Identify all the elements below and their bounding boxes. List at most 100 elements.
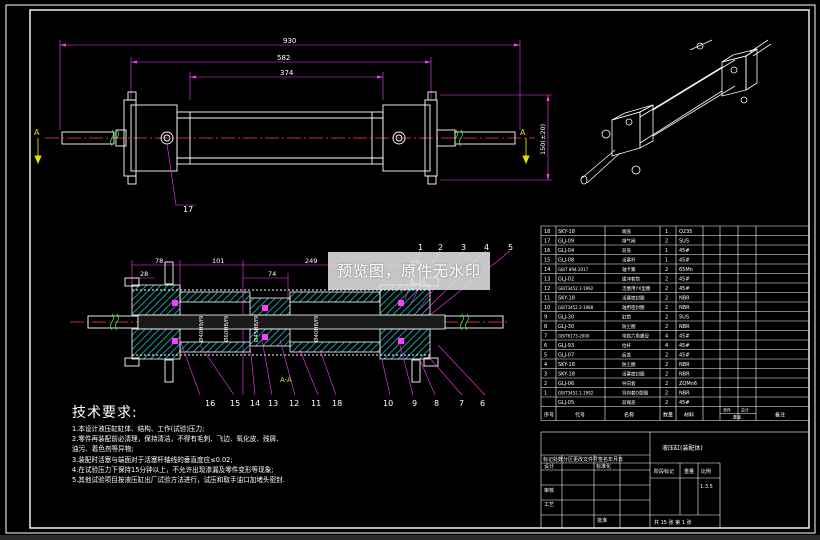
bom-material: 45#: [679, 353, 690, 359]
bom-header-code: 代号: [575, 412, 585, 419]
bom-code: SKY-18: [558, 362, 575, 368]
bom-name: 活塞用YX型圈: [622, 285, 651, 292]
technical-requirements: 技术要求: 1.本设计液压缸缸体、结构、工作(试验)压力; 2.零件再装配前必清…: [72, 404, 492, 485]
bom-qty: 4: [665, 343, 668, 349]
bom-code: SKY-18: [558, 372, 575, 378]
bom-code: GLJ-02: [558, 277, 574, 283]
bom-material: 45#: [679, 277, 690, 283]
section-mark-right: A: [520, 128, 526, 137]
bom-name: 缸筒: [622, 314, 631, 321]
notes-line: 油污、着色剂等异物;: [72, 445, 134, 454]
bom-code: GLJ-08: [558, 258, 574, 264]
watermark-banner: 预览图，原件无水印: [328, 252, 490, 290]
bom-no: 4: [544, 362, 547, 368]
bom-qty: 2: [665, 353, 668, 359]
notes-line: 5.其他试验项目按液压缸出厂试验方法进行，试压和取手油口加堵头密封.: [72, 476, 285, 485]
bom-no: 11: [544, 296, 550, 302]
bom-material: NBR: [679, 324, 690, 330]
balloon-10: 10: [383, 399, 393, 408]
bom-name: 带肩六角螺母: [622, 333, 649, 340]
bom-no: 12: [544, 286, 550, 292]
bom-material: 45#: [679, 248, 690, 254]
bom-name: 缓冲套筒: [622, 276, 640, 283]
bom-code: GLJ-07: [558, 353, 574, 359]
bom-material: 45#: [679, 258, 690, 264]
balloon-14: 14: [250, 399, 260, 408]
bom-qty: 2: [665, 400, 668, 406]
bom-code: GLJ-09: [558, 239, 574, 245]
bom-material: 45#: [679, 343, 690, 349]
bom-header-total: 总计: [741, 407, 749, 413]
bom-header-remark: 备注: [775, 412, 785, 419]
title-weight: 重量: [684, 468, 694, 475]
title-process: 工艺: [544, 502, 554, 508]
dim-overall: 930: [283, 37, 296, 45]
bom-code: GB/T3452.1-1992: [558, 286, 594, 291]
bom-header-material: 材料: [684, 412, 694, 419]
balloon-5: 5: [508, 243, 513, 252]
balloon-12: 12: [289, 399, 299, 408]
bom-name: 导向套O型圈: [622, 390, 649, 397]
bom-code: SKY-18: [558, 296, 575, 302]
bom-qty: 1: [665, 258, 668, 264]
bom-no: 3: [544, 372, 547, 378]
title-sheet: 共 15 张 第 1 张: [654, 519, 692, 526]
title-approve: 批准: [597, 517, 607, 524]
title-block: [540, 431, 810, 529]
title-check: 审核: [544, 487, 554, 494]
notes-line: 1.本设计液压缸缸体、结构、工作(试验)压力;: [72, 425, 205, 433]
bom-qty: 2: [665, 286, 668, 292]
bom-no: 6: [544, 343, 547, 349]
balloon-3: 3: [461, 243, 466, 252]
balloon-15: 15: [230, 399, 240, 408]
fit-label-1: Ø40H9/f9: [198, 315, 205, 342]
bom-no: 9: [544, 315, 547, 321]
balloon-13: 13: [268, 399, 278, 408]
bom-header-no: 序号: [544, 412, 554, 419]
bom-qty: 2: [665, 362, 668, 368]
bom-header-name: 名称: [624, 412, 634, 419]
bom-code: GB/T3452.2-1988: [558, 305, 594, 310]
balloon-8: 8: [434, 399, 439, 408]
bom-name: 后盖: [622, 352, 631, 359]
balloon-2: 2: [438, 243, 443, 252]
bom-name: 轴用密封圈: [622, 304, 645, 311]
bom-name: 防尘圈: [622, 323, 636, 330]
bom-name: 端盖: [622, 228, 631, 235]
bom-table: [540, 225, 810, 421]
bom-qty: 2: [665, 372, 668, 378]
section-balloons-top: 1 2 3 4 5: [418, 243, 513, 252]
bom-name: 活塞密封圈: [622, 295, 645, 302]
outer-border: [5, 4, 816, 534]
bom-name: 前盖: [622, 247, 631, 254]
bom-qty: 2: [665, 391, 668, 397]
bom-material: NBR: [679, 362, 690, 368]
bom-material: 45#: [679, 334, 690, 340]
bom-name: 导向套: [622, 380, 636, 387]
bom-no: 18: [544, 229, 550, 235]
title-standard: 标准化: [596, 463, 611, 470]
bom-material: NBR: [679, 305, 690, 311]
bom-name: 前端盖: [622, 399, 636, 406]
bom-qty: 2: [665, 305, 668, 311]
notes-title: 技术要求:: [72, 405, 138, 421]
bom-no: 7: [544, 334, 547, 340]
balloon-9: 9: [412, 399, 417, 408]
dim-28: 28: [140, 270, 148, 278]
title-stage: 阶段标记: [654, 468, 674, 475]
bom-material: 45#: [679, 286, 690, 292]
title-scale: 比例: [701, 468, 711, 475]
bom-material: ZQMn6: [679, 381, 697, 387]
bom-material: NBR: [679, 391, 690, 397]
notes-line: 2.零件再装配前必清理，保持清洁，不得有毛刺、飞边、氧化皮、残屑、: [72, 435, 283, 444]
dim-height: 150(±20): [539, 124, 547, 155]
status-bar: [0, 535, 820, 540]
bom-material: SUS: [679, 315, 689, 321]
dim-249: 249: [305, 257, 317, 265]
balloon-6: 6: [480, 399, 485, 408]
notes-line: 4.在试验压力下保持15分钟以上，不允许出现渗漏及零件变形等现象;: [72, 465, 274, 474]
dim-101: 101: [212, 257, 224, 265]
section-mark-left: A: [34, 128, 40, 137]
bom-qty: 2: [665, 239, 668, 245]
